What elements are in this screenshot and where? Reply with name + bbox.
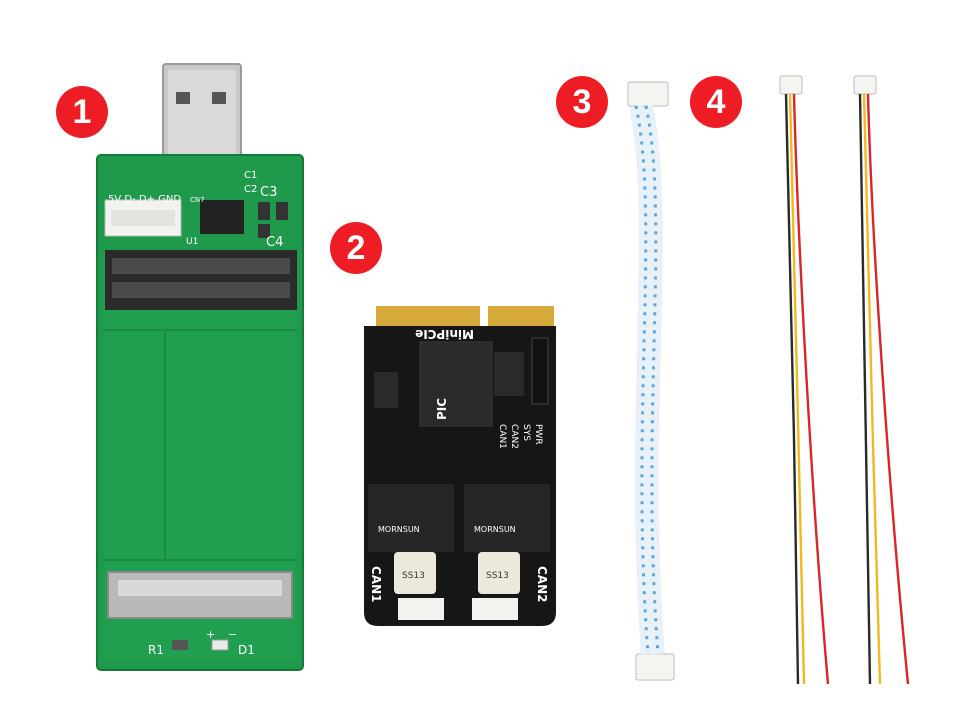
cn-label: CN7: [190, 196, 205, 204]
module-brand-left: MORNSUN: [378, 525, 420, 534]
wire-harness-left: [779, 75, 830, 685]
can-controller-chip: [419, 341, 493, 427]
c4-label: C4: [266, 235, 283, 250]
module-brand-right: MORNSUN: [474, 525, 516, 534]
badge-3: 3: [556, 76, 608, 128]
usb-adapter-board: 5V D- D+ GND CN7 C1 C2 C3 C4 U1 R1 D1 + …: [96, 63, 304, 671]
badge-4: 4: [690, 76, 742, 128]
c2-label: C2: [244, 184, 257, 195]
c1-label: C1: [244, 170, 257, 181]
c3-label: C3: [260, 185, 277, 200]
led-label-can1: CAN1: [497, 424, 507, 449]
ribbon-connector-top: [627, 81, 669, 107]
isolation-module-right: [464, 484, 550, 552]
can2-label: CAN2: [535, 566, 549, 603]
led-label-can2: CAN2: [509, 424, 519, 449]
minipcie-can-card: MiniPCIe PIC PWR SYS CAN2 CAN1 CAN1 CAN2…: [364, 306, 556, 626]
led-label-sys: SYS: [521, 424, 531, 441]
can1-connector: [398, 598, 444, 620]
u1-label: U1: [186, 237, 198, 247]
voltage-regulator: [200, 200, 244, 234]
pins-label: 5V D- D+ GND: [108, 194, 181, 205]
badge-1: 1: [56, 86, 108, 138]
module-code-left: SS13: [402, 571, 425, 581]
module-code-right: SS13: [486, 571, 509, 581]
d1-label: D1: [238, 643, 255, 657]
ribbon-cable: [627, 81, 675, 681]
ribbon-connector-bottom: [635, 653, 675, 681]
can1-label: CAN1: [369, 566, 383, 603]
r1-label: R1: [148, 643, 164, 657]
led-label-pwr: PWR: [533, 424, 543, 445]
wire-harness-right: [853, 75, 910, 685]
plus-label: +: [206, 628, 215, 641]
badge-2: 2: [330, 222, 382, 274]
card-title: MiniPCIe: [415, 327, 474, 341]
chip-brand: PIC: [435, 398, 449, 420]
can2-connector: [472, 598, 518, 620]
minus-label: −: [228, 628, 237, 641]
isolation-module-left: [368, 484, 454, 552]
